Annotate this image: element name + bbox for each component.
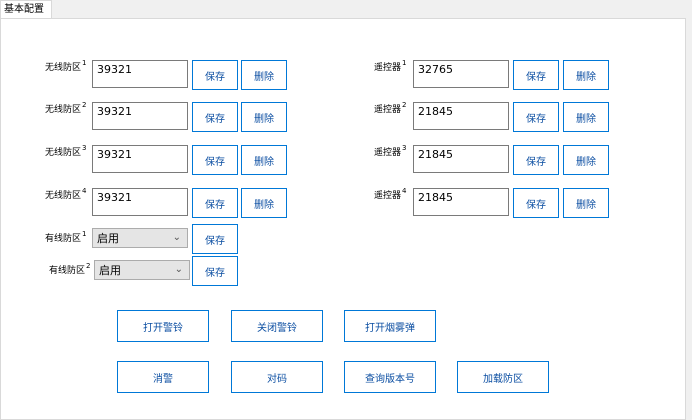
remote-2-label: 遥控器2 (374, 101, 407, 115)
wireless-zone-2-input[interactable]: 39321 (92, 102, 188, 130)
wired-zone-2-select[interactable]: 启用 ⌄ (94, 260, 190, 280)
alarm-off-button[interactable]: 关闭警铃 (231, 310, 323, 342)
remote-1-label: 遥控器1 (374, 59, 407, 73)
wireless-zone-3-save-button[interactable]: 保存 (192, 145, 238, 175)
remote-2-delete-button[interactable]: 删除 (563, 102, 609, 132)
wireless-zone-1-delete-button[interactable]: 删除 (241, 60, 287, 90)
alarm-on-button[interactable]: 打开警铃 (117, 310, 209, 342)
clear-alarm-button[interactable]: 消警 (117, 361, 209, 393)
wired-zone-2-save-button[interactable]: 保存 (192, 256, 238, 286)
wired-zone-2-selected: 启用 (99, 264, 121, 277)
query-version-button[interactable]: 查询版本号 (344, 361, 436, 393)
remote-3-delete-button[interactable]: 删除 (563, 145, 609, 175)
remote-3-save-button[interactable]: 保存 (513, 145, 559, 175)
remote-4-delete-button[interactable]: 删除 (563, 188, 609, 218)
pair-button[interactable]: 对码 (231, 361, 323, 393)
wireless-zone-3-input[interactable]: 39321 (92, 145, 188, 173)
wired-zone-1-save-button[interactable]: 保存 (192, 224, 238, 254)
wireless-zone-1-input[interactable]: 39321 (92, 60, 188, 88)
remote-1-delete-button[interactable]: 删除 (563, 60, 609, 90)
load-zones-button[interactable]: 加载防区 (457, 361, 549, 393)
wired-zone-2-label: 有线防区2 (49, 262, 91, 276)
remote-4-save-button[interactable]: 保存 (513, 188, 559, 218)
remote-2-input[interactable]: 21845 (413, 102, 509, 130)
wireless-zone-2-save-button[interactable]: 保存 (192, 102, 238, 132)
remote-1-save-button[interactable]: 保存 (513, 60, 559, 90)
remote-3-label: 遥控器3 (374, 144, 407, 158)
remote-4-label: 遥控器4 (374, 187, 407, 201)
smoke-bomb-button[interactable]: 打开烟雾弹 (344, 310, 436, 342)
remote-3-input[interactable]: 21845 (413, 145, 509, 173)
wireless-zone-4-delete-button[interactable]: 删除 (241, 188, 287, 218)
wireless-zone-3-delete-button[interactable]: 删除 (241, 145, 287, 175)
wireless-zone-4-save-button[interactable]: 保存 (192, 188, 238, 218)
wireless-zone-1-label: 无线防区1 (45, 59, 87, 73)
wireless-zone-3-label: 无线防区3 (45, 144, 87, 158)
wireless-zone-4-input[interactable]: 39321 (92, 188, 188, 216)
remote-2-save-button[interactable]: 保存 (513, 102, 559, 132)
chevron-down-icon: ⌄ (172, 232, 181, 243)
chevron-down-icon: ⌄ (174, 264, 183, 275)
wireless-zone-4-label: 无线防区4 (45, 187, 87, 201)
wireless-zone-2-delete-button[interactable]: 删除 (241, 102, 287, 132)
remote-1-input[interactable]: 32765 (413, 60, 509, 88)
tab-basic-config[interactable]: 基本配置 (0, 0, 52, 19)
wireless-zone-2-label: 无线防区2 (45, 101, 87, 115)
wired-zone-1-label: 有线防区1 (45, 230, 87, 244)
wired-zone-1-select[interactable]: 启用 ⌄ (92, 228, 188, 248)
wireless-zone-1-save-button[interactable]: 保存 (192, 60, 238, 90)
remote-4-input[interactable]: 21845 (413, 188, 509, 216)
wired-zone-1-selected: 启用 (97, 232, 119, 245)
